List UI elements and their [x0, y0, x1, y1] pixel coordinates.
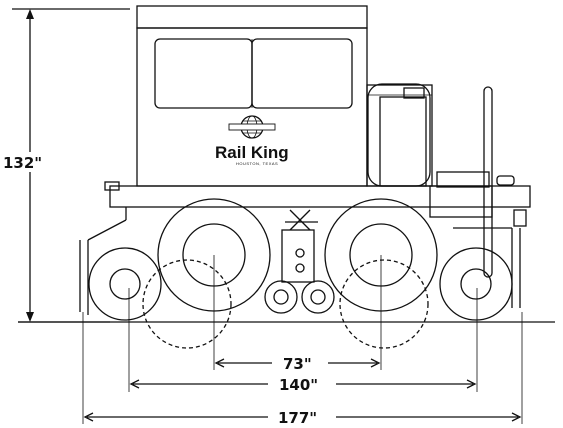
- rail-wheel-dashed-circles: [142, 259, 429, 349]
- center-coupler: [281, 209, 318, 283]
- rear-handrail-post[interactable]: [483, 86, 493, 278]
- brand-location: HOUSTON, TEXAS: [236, 161, 278, 166]
- chassis-frame: [104, 181, 531, 227]
- rear-bumper: [453, 227, 521, 308]
- cab-window-right: [251, 38, 353, 109]
- rail-guide-wheels: [88, 247, 513, 321]
- rear-hood: [366, 83, 515, 278]
- overall-length-label: 177": [278, 409, 317, 427]
- height-dimension: 132": [3, 8, 130, 323]
- locomotive-cab: [136, 5, 368, 187]
- drive-wheels: [157, 198, 438, 312]
- guide-wheel-front: [88, 247, 162, 321]
- brand-name: Rail King: [215, 143, 289, 162]
- guide-wheel-rear: [439, 247, 513, 321]
- front-bumper: [79, 207, 127, 315]
- axle-spacing-label: 73": [283, 355, 312, 373]
- height-label: 132": [3, 154, 42, 172]
- cab-window-left: [154, 38, 253, 109]
- wheelbase-dimensions: 73" 140" 177": [82, 255, 523, 427]
- rail-king-logo: Rail King HOUSTON, TEXAS: [215, 115, 289, 166]
- wheelbase-outer-label: 140": [279, 376, 318, 394]
- grab-rail-frame: [367, 83, 431, 187]
- small-idler-wheels: [264, 280, 335, 314]
